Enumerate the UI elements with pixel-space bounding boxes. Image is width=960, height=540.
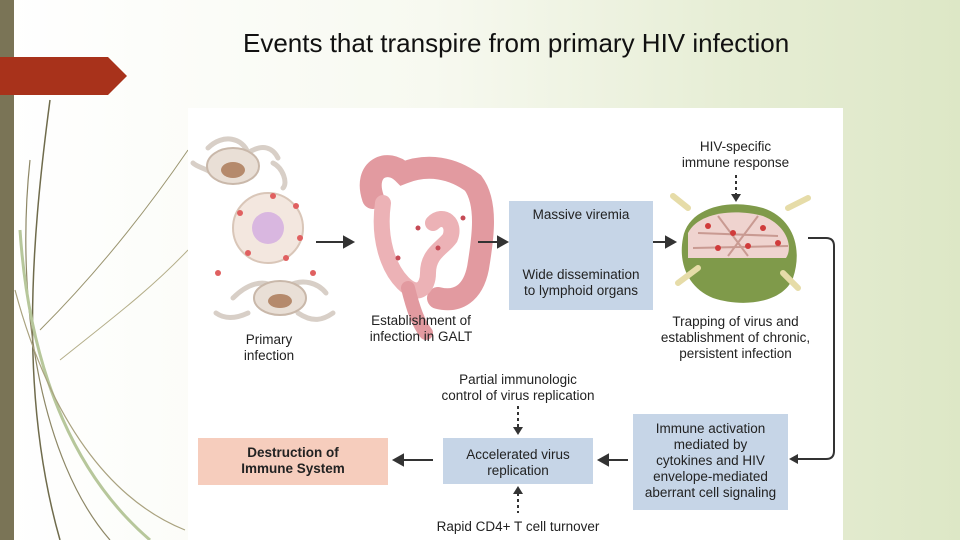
infected-cd4-cell-illustration bbox=[233, 193, 303, 263]
accelerated-label: Accelerated virus replication bbox=[443, 447, 593, 479]
arrow-cells-to-galt bbox=[316, 237, 353, 247]
establishment-label: Establishment of infection in GALT bbox=[356, 313, 486, 345]
immune-activation-label: Immune activation mediated by cytokines … bbox=[633, 421, 788, 501]
hiv-specific-label: HIV-specific immune response bbox=[663, 139, 808, 171]
slide-title: Events that transpire from primary HIV i… bbox=[243, 28, 789, 59]
dendritic-cell-illustration bbox=[193, 139, 285, 188]
trapping-label: Trapping of virus and establishment of c… bbox=[643, 314, 828, 362]
partial-control-label: Partial immunologic control of virus rep… bbox=[423, 372, 613, 404]
arrow-activation-to-accelerated bbox=[599, 455, 628, 465]
lymph-node-illustration bbox=[673, 196, 808, 303]
arrow-accelerated-to-destruction bbox=[394, 455, 433, 465]
dendritic-cell-lower-illustration bbox=[215, 270, 333, 319]
title-marker-tab bbox=[0, 57, 127, 95]
primary-infection-label: Primary infection bbox=[228, 332, 310, 364]
wide-dissemination-label: Wide dissemination to lymphoid organs bbox=[509, 267, 653, 299]
arrow-loop-head bbox=[789, 454, 798, 464]
massive-viremia-label: Massive viremia bbox=[509, 207, 653, 223]
intestine-illustration bbox=[371, 166, 483, 333]
diagram-panel: Primary infection Establishment of infec… bbox=[188, 108, 843, 540]
rapid-cd4-label: Rapid CD4+ T cell turnover bbox=[413, 519, 623, 535]
destruction-label: Destruction of Immune System bbox=[198, 445, 388, 477]
